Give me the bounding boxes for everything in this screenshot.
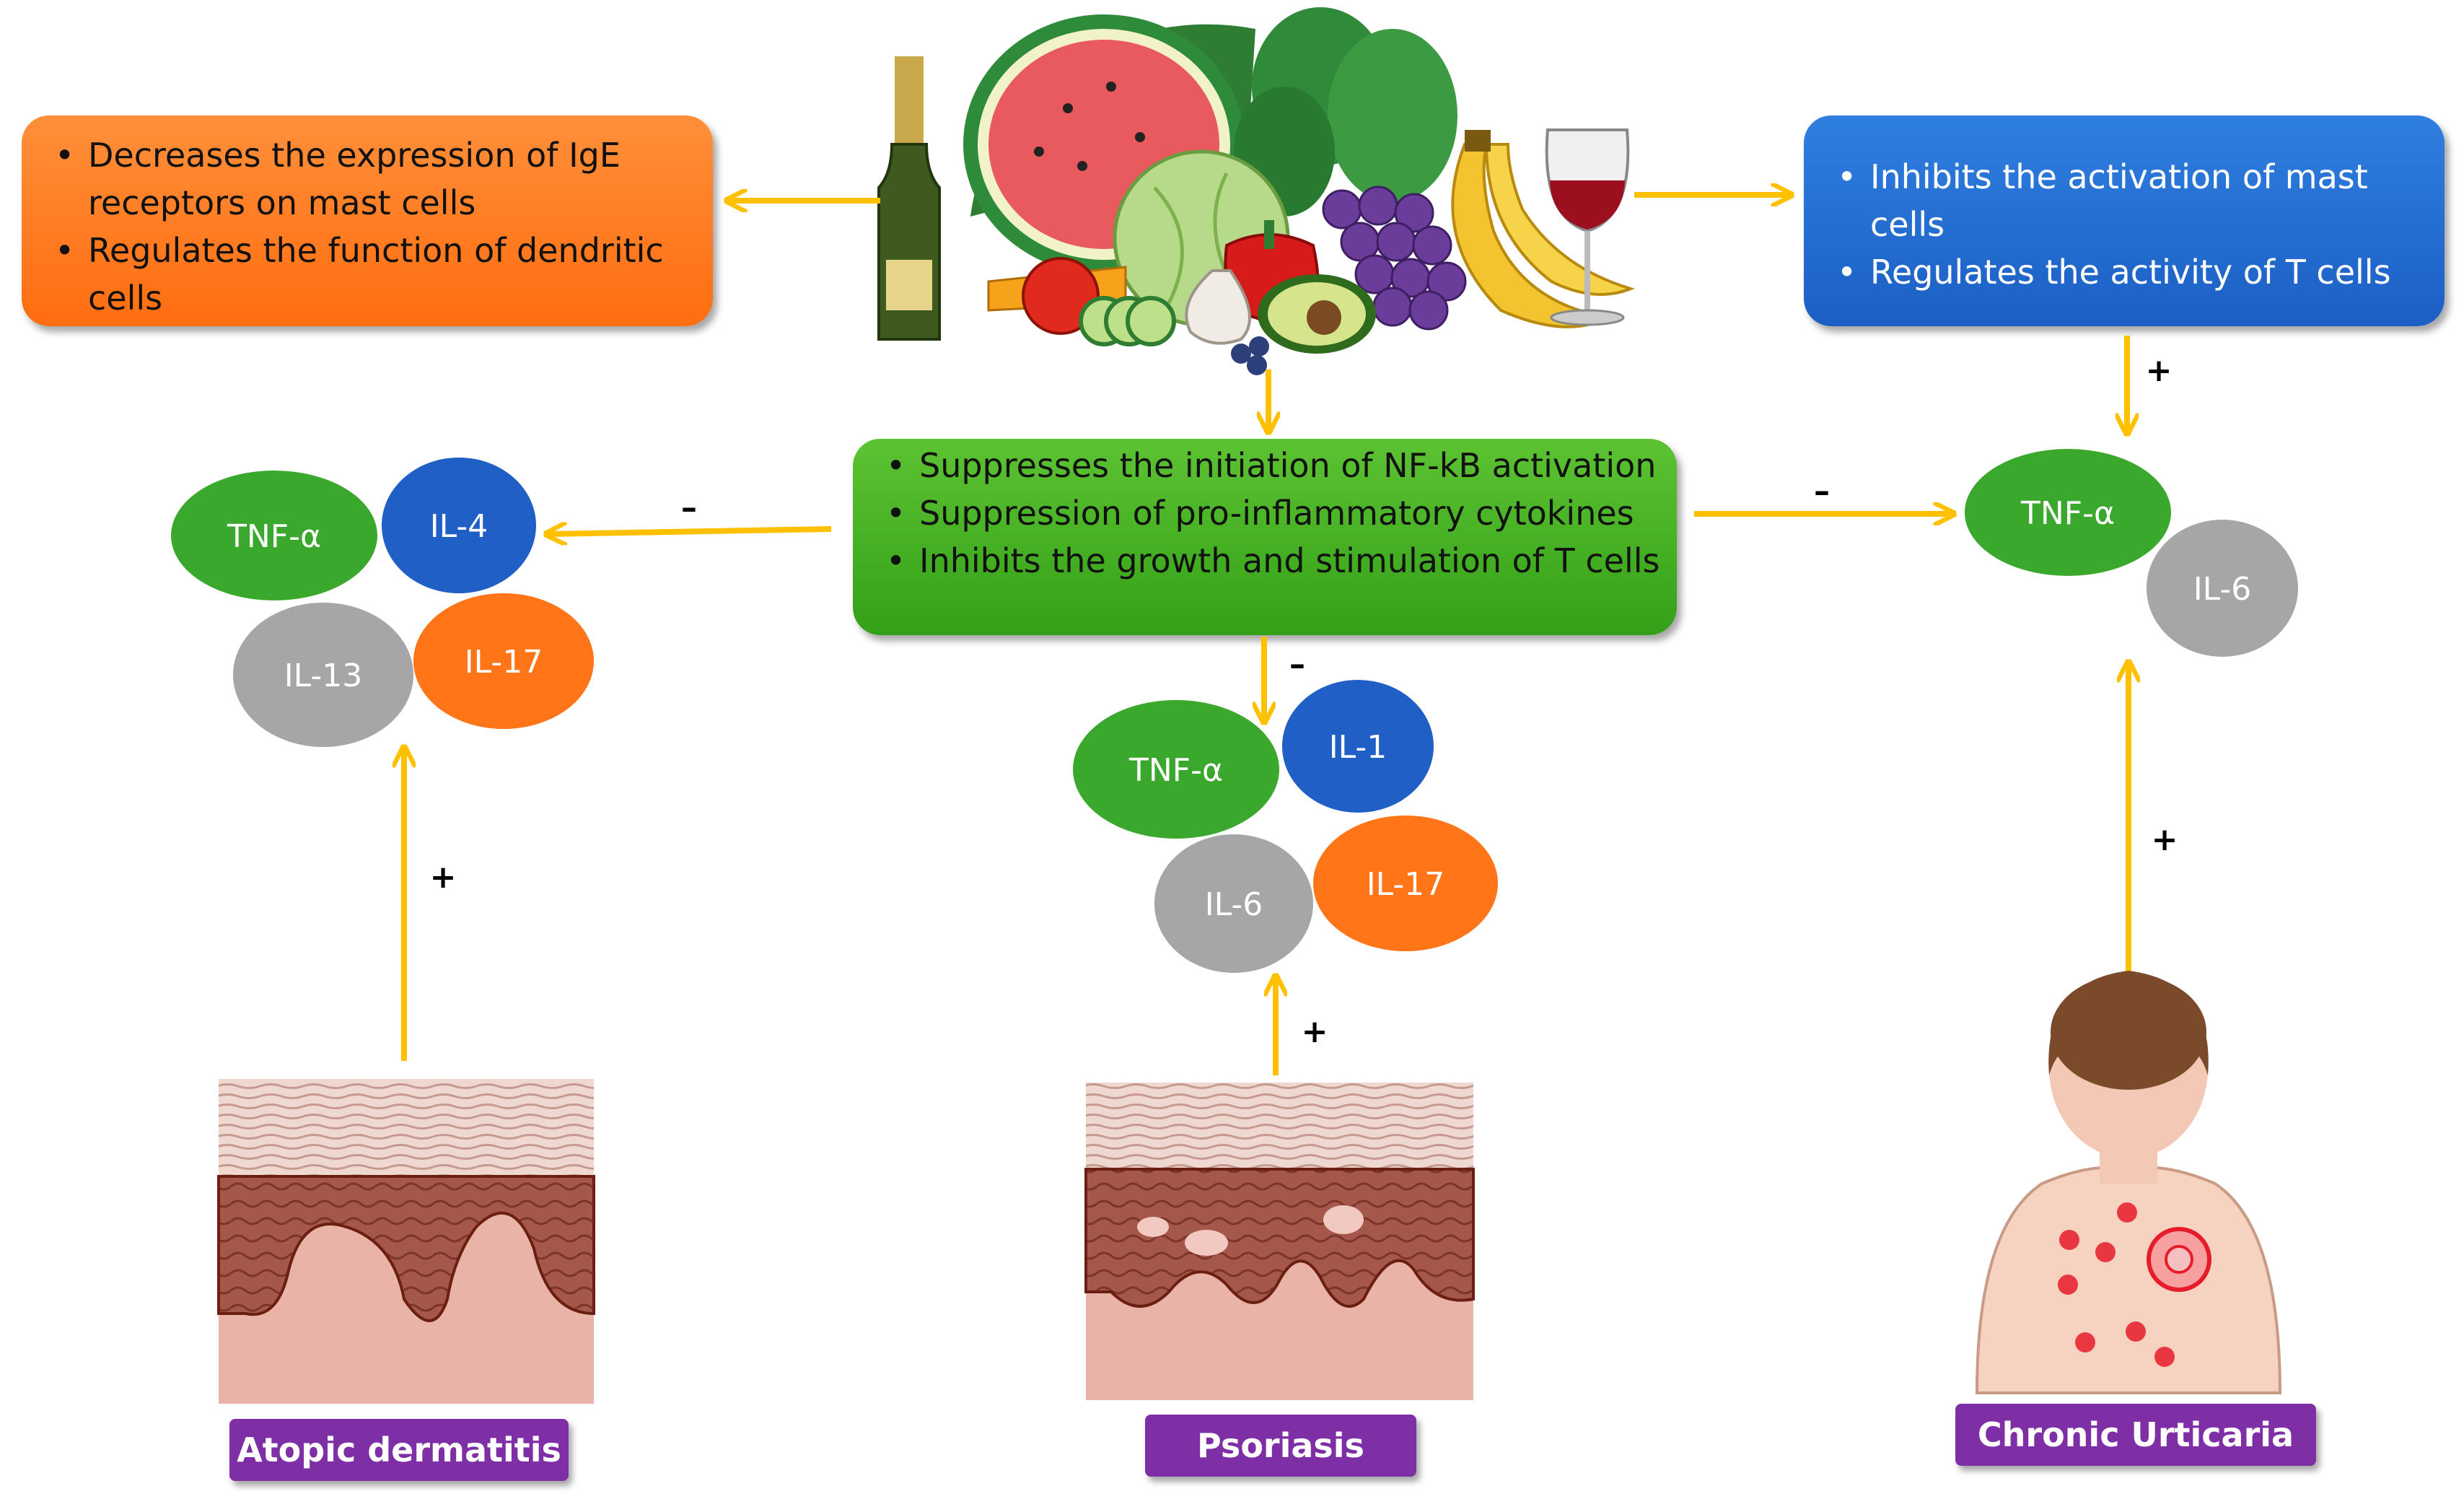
arrow-green-to-atopic-cytokines [548,529,832,534]
cucumber-icon [1079,296,1176,346]
blueberry-icon [1231,336,1269,375]
psoriasis-skin-section [1084,1083,1475,1400]
il17-label: IL-17 [465,644,543,681]
il4-oval [382,458,536,593]
cytokine-cluster-psoriasis: TNF-α IL-1 IL-6 IL-17 [1073,680,1498,973]
il1-label: IL-1 [1329,729,1387,766]
blue-item-1: Inhibits the activation of mast cells [1825,153,2445,248]
arrows [404,195,2128,1075]
blue-effects-box: Inhibits the activation of mast cells Re… [1804,115,2445,326]
green-item-1: Suppresses the initiation of NF-kB activ… [874,442,1677,489]
il13-label: IL-13 [284,657,363,694]
orange-item-1: Decreases the expression of IgE receptor… [43,131,713,227]
il17-label: IL-17 [1367,866,1445,903]
atopic-skin-section [217,1079,595,1404]
il17-oval [413,593,594,729]
il13-oval [233,603,413,747]
champagne-bottle-icon [877,56,941,341]
green-effects-box: Suppresses the initiation of NF-kB activ… [853,439,1677,635]
wine-glass-icon [1545,128,1630,326]
tnf-alpha-label: TNF-α [1128,752,1223,789]
green-item-2: Suppression of pro-inflammatory cytokine… [874,489,1677,537]
cytokine-cluster-atopic: TNF-α IL-4 IL-13 IL-17 [171,458,594,747]
plus-sign-psoriasis: + [1302,1013,1328,1050]
banana-icon [1451,130,1636,328]
signs: – – – + + + + [430,352,2178,1050]
plus-sign-urticaria: + [2152,821,2178,858]
orange-effects-box: Decreases the expression of IgE receptor… [22,115,713,326]
tnf-alpha-oval [1073,700,1279,839]
il6-oval [1154,834,1313,973]
green-item-3: Inhibits the growth and stimulation of T… [874,537,1677,585]
il1-oval [1282,680,1434,813]
orange-item-2: Regulates the function of dendritic cell… [43,227,713,322]
chronic-urticaria-label: Chronic Urticaria [1955,1404,2316,1466]
plus-sign-atopic: + [430,859,457,896]
blue-item-2: Regulates the activity of T cells [1825,248,2445,296]
avocado-icon [1258,274,1376,354]
il4-label: IL-4 [430,508,488,545]
child-back-illustration [1975,971,2282,1394]
il17-oval [1313,816,1498,951]
atopic-dermatitis-label: Atopic dermatitis [229,1419,569,1481]
tnf-alpha-label: TNF-α [227,518,321,555]
garlic-icon [1185,269,1251,345]
leafy-greens-icon [1234,7,1457,217]
minus-sign-psoriasis: – [1289,646,1305,683]
tnf-alpha-label: TNF-α [2020,495,2115,532]
psoriasis-label: Psoriasis [1145,1415,1416,1477]
food-illustration [877,7,1636,375]
il6-label: IL-6 [1205,886,1263,923]
il6-oval [2147,520,2298,657]
tnf-alpha-oval [1965,449,2171,576]
minus-sign-urticaria: – [1814,473,1830,510]
tnf-alpha-oval [171,471,377,600]
il6-label: IL-6 [2193,571,2252,608]
grapes-icon [1322,185,1467,331]
minus-sign-atopic: – [681,489,697,526]
cytokine-cluster-urticaria: TNF-α IL-6 [1965,449,2298,657]
plus-sign-blue: + [2146,352,2173,389]
